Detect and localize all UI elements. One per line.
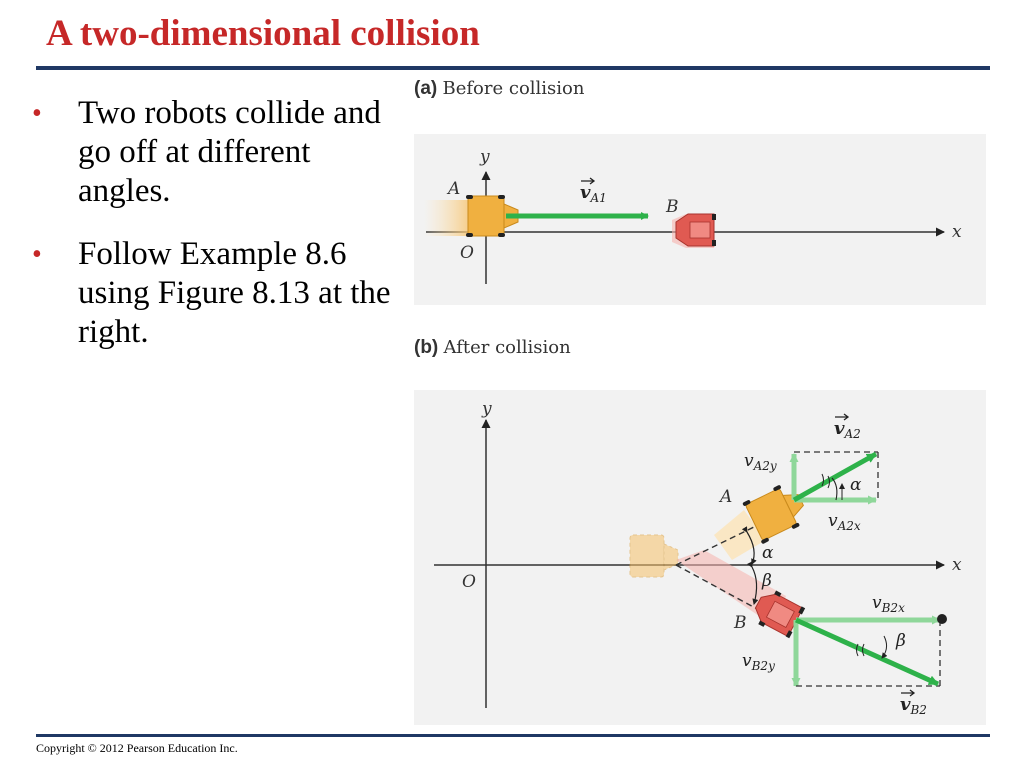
x-axis-label: x bbox=[952, 222, 962, 242]
va2y-symbol: v bbox=[744, 451, 754, 471]
va2y-label: vA2y bbox=[744, 451, 777, 473]
vector-vb2-symbol: v bbox=[900, 694, 911, 715]
panel-b-diagram: y x O α β A B α vA bbox=[414, 390, 986, 725]
panel-a-letter: (a) bbox=[414, 78, 438, 99]
panel-a-caption: (a) Before collision bbox=[414, 78, 585, 100]
vb2x-label: vB2x bbox=[872, 593, 905, 615]
vb2y-label: vB2y bbox=[742, 651, 775, 673]
footer-divider bbox=[36, 734, 990, 737]
y-axis-label: y bbox=[481, 399, 492, 419]
vector-vb2-label: vB2 bbox=[900, 694, 927, 717]
panel-b-caption-text: After collision bbox=[443, 337, 571, 358]
bullet-list: • Two robots collide and go off at differ… bbox=[30, 94, 400, 376]
vb2-angle-tick-icon bbox=[856, 643, 865, 657]
vb2-beta-label: β bbox=[895, 631, 906, 651]
origin-label: O bbox=[462, 572, 476, 592]
bullet-item: • Two robots collide and go off at differ… bbox=[30, 94, 400, 211]
vb2x-subscript: B2x bbox=[881, 601, 905, 615]
va2-alpha-label: α bbox=[850, 475, 862, 495]
vector-va1-symbol: v bbox=[580, 182, 591, 203]
panel-b-letter: (b) bbox=[414, 337, 439, 358]
vb2y-subscript: B2y bbox=[751, 659, 775, 673]
robot-b-label: B bbox=[733, 613, 747, 633]
x-axis-label: x bbox=[952, 555, 962, 575]
robot-ghost bbox=[629, 534, 679, 578]
vector-va1-subscript: A1 bbox=[589, 191, 606, 205]
vector-va2-label: vA2 bbox=[834, 418, 861, 441]
vector-arrow-icon bbox=[581, 177, 596, 185]
angle-beta-arc bbox=[747, 561, 759, 605]
robot-b bbox=[672, 213, 716, 248]
angle-beta-label: β bbox=[761, 571, 772, 591]
va2-angle-arc bbox=[831, 477, 838, 501]
title-divider bbox=[36, 66, 990, 70]
vector-arrow-icon bbox=[901, 689, 916, 697]
robot-a-label: A bbox=[718, 487, 732, 507]
vb2x-symbol: v bbox=[872, 593, 882, 613]
trajectory-b bbox=[675, 564, 771, 617]
robot-a bbox=[466, 195, 519, 237]
va2x-label: vA2x bbox=[828, 511, 861, 533]
va2x-subscript: A2x bbox=[837, 519, 861, 533]
bullet-text: Two robots collide and go off at differe… bbox=[78, 95, 381, 209]
copyright-text: Copyright © 2012 Pearson Education Inc. bbox=[36, 741, 238, 755]
origin-label: O bbox=[460, 243, 474, 263]
panel-a-caption-text: Before collision bbox=[442, 78, 585, 99]
bullet-item: • Follow Example 8.6 using Figure 8.13 at… bbox=[30, 235, 400, 352]
vector-va2-symbol: v bbox=[834, 418, 845, 439]
vector-vb2 bbox=[794, 617, 940, 687]
va2x-symbol: v bbox=[828, 511, 838, 531]
panel-b-caption: (b) After collision bbox=[414, 337, 571, 359]
robot-a-label: A bbox=[446, 179, 460, 199]
robot-b-label: B bbox=[665, 197, 679, 217]
vb2y-symbol: v bbox=[742, 651, 752, 671]
y-axis-label: y bbox=[479, 147, 490, 167]
vector-vb2-subscript: B2 bbox=[909, 703, 926, 717]
beta-arrow-icon bbox=[881, 635, 888, 659]
bullet-dot-icon: • bbox=[32, 239, 42, 270]
va2-angle-tick-icon bbox=[821, 473, 830, 489]
vector-va1-label: vA1 bbox=[580, 182, 607, 205]
va2y-subscript: A2y bbox=[753, 459, 777, 473]
vector-va2 bbox=[792, 451, 878, 503]
bullet-text: Follow Example 8.6 using Figure 8.13 at … bbox=[78, 236, 391, 350]
robot-a-trail bbox=[424, 200, 474, 236]
vb2-endpoint-dot bbox=[937, 614, 947, 624]
vector-arrow-icon bbox=[835, 413, 850, 421]
angle-alpha-label: α bbox=[762, 543, 774, 563]
vector-va2-subscript: A2 bbox=[843, 427, 860, 441]
slide-title: A two-dimensional collision bbox=[46, 13, 480, 54]
robot-b bbox=[754, 590, 806, 639]
bullet-dot-icon: • bbox=[32, 98, 42, 129]
panel-a-diagram: y x A O B vA1 bbox=[414, 134, 986, 305]
